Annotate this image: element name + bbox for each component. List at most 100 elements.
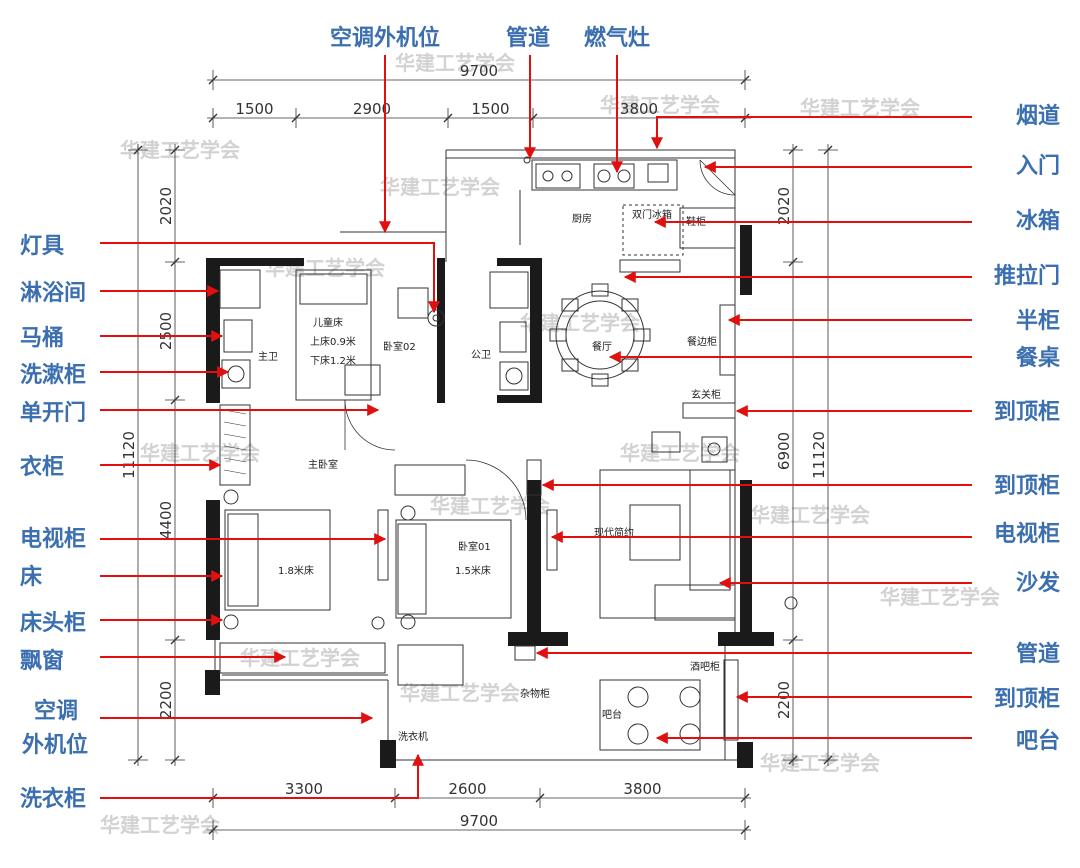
- left-segment-dimension-label: 4400: [157, 501, 175, 539]
- callout-arrow-left-laundry: [100, 753, 424, 799]
- callout-right-9: 沙发: [1016, 570, 1061, 596]
- shower-stall: [489, 271, 529, 309]
- lamp-icon: [707, 442, 721, 456]
- shower-stall: [219, 269, 261, 309]
- full-height-cabinet: [526, 459, 542, 496]
- dimension-tick: [788, 145, 798, 155]
- dimension-tick: [788, 755, 798, 765]
- basin-icon: [505, 367, 523, 385]
- partition-line: [223, 421, 247, 427]
- full-height-cabinet: [394, 464, 466, 496]
- dimension-tick: [823, 755, 833, 765]
- dining-chair: [561, 358, 579, 372]
- room-label-kitchen: 厨房: [572, 212, 592, 225]
- full-height-cabinet: [682, 402, 736, 419]
- wall: [530, 258, 542, 403]
- wall: [205, 670, 220, 695]
- callout-arrow-left-0: [100, 242, 440, 314]
- dimension-tick: [740, 793, 750, 803]
- entry-door-swing: [699, 159, 736, 196]
- room-label-bed-1-8m: 1.8米床: [278, 564, 314, 577]
- callout-left-ac-line2: 外机位: [22, 732, 88, 758]
- watermark: 华建工艺学会: [100, 813, 220, 837]
- dimension-tick: [291, 113, 301, 123]
- dining-chair: [621, 358, 639, 372]
- callout-right-2: 冰箱: [1016, 208, 1060, 234]
- top-segment-dimension-label: 2900: [353, 100, 391, 118]
- watermark-layer: 华建工艺学会华建工艺学会华建工艺学会华建工艺学会华建工艺学会华建工艺学会华建工艺…: [100, 51, 1000, 837]
- column-icon: [784, 596, 798, 610]
- sideboard: [719, 304, 736, 376]
- room-label-bedroom02: 卧室02: [383, 340, 416, 353]
- basin-icon: [227, 365, 245, 383]
- bunk-bed: [295, 269, 372, 401]
- dimension-tick: [170, 257, 180, 267]
- room-label-master-bedroom: 主卧室: [308, 458, 338, 471]
- partition-line: [699, 159, 736, 196]
- tv-cabinet: [377, 509, 389, 581]
- pipe-duct: [514, 645, 536, 661]
- double-bed-1-8m: [224, 509, 331, 611]
- wall: [380, 740, 396, 768]
- callout-right-10: 管道: [1016, 641, 1060, 667]
- watermark: 华建工艺学会: [380, 175, 500, 199]
- ceiling-light-icon: [432, 314, 440, 322]
- bottom-segment-dimension-label: 2600: [448, 780, 486, 798]
- room-label-living: 现代简约: [594, 526, 634, 539]
- callout-annotations: 空调外机位管道燃气灶烟道入门冰箱推拉门半柜餐桌到顶柜到顶柜电视柜沙发管道到顶柜吧…: [20, 25, 1061, 812]
- sink-icon: [535, 163, 581, 189]
- bar-stool: [627, 686, 649, 708]
- callout-right-3: 推拉门: [994, 263, 1060, 289]
- wall: [718, 632, 774, 646]
- wall: [296, 258, 304, 266]
- single-door-swing: [344, 399, 396, 451]
- room-label-kids-bed-upper: 上床0.9米: [310, 335, 356, 348]
- wall: [740, 225, 752, 295]
- callout-left-2: 马桶: [20, 326, 64, 351]
- callout-left-9: 飘窗: [20, 648, 64, 674]
- fridge: [622, 204, 684, 256]
- callout-right-4: 半柜: [1016, 308, 1060, 334]
- wall: [497, 258, 542, 266]
- bunk-ladder: [344, 364, 381, 396]
- bed-pillow: [227, 513, 259, 607]
- dimension-tick: [170, 145, 180, 155]
- right-segment-dimension-label: 6900: [775, 432, 793, 470]
- callout-left-ac-line1: 空调: [34, 698, 78, 724]
- room-label-kids-bed-lower: 下床1.2米: [310, 354, 356, 367]
- room-label-bedroom01: 卧室01: [458, 540, 491, 553]
- callout-left-5: 衣柜: [20, 454, 64, 480]
- right-total-dimension-label: 11120: [810, 431, 828, 479]
- watermark: 华建工艺学会: [600, 93, 720, 117]
- bar-stool: [679, 686, 701, 708]
- dining-chair: [591, 373, 609, 387]
- room-label-bar: 吧台: [602, 708, 622, 721]
- dining-chair: [561, 298, 579, 312]
- shoe-cabinet: [679, 207, 736, 249]
- bar-stool: [627, 723, 649, 745]
- sofa: [689, 469, 731, 591]
- room-label-storage: 杂物柜: [520, 687, 550, 700]
- room-label-dining: 餐厅: [592, 340, 612, 353]
- callout-pipe: 管道: [506, 25, 550, 51]
- callout-right-11: 到顶柜: [994, 686, 1060, 712]
- dimension-tick: [740, 75, 750, 85]
- partition-line: [340, 231, 447, 262]
- left-segment-dimension-label: 2020: [157, 187, 175, 225]
- wall: [497, 395, 542, 403]
- callout-ac-unit: 空调外机位: [330, 25, 440, 51]
- wall: [508, 632, 568, 646]
- dimension-tick: [788, 257, 798, 267]
- callout-left-8: 床头柜: [20, 610, 86, 636]
- bunk-bed-pillow: [299, 273, 368, 305]
- burner-icon: [617, 169, 631, 183]
- desk: [397, 287, 429, 319]
- watermark: 华建工艺学会: [760, 751, 880, 775]
- toilet: [499, 321, 527, 353]
- top-total-dimension-label: 9700: [460, 62, 498, 80]
- callout-left-1: 淋浴间: [20, 280, 86, 306]
- double-bed-1-5m: [395, 519, 512, 619]
- callout-right-8: 电视柜: [994, 521, 1060, 547]
- right-segment-dimension-label: 2020: [775, 187, 793, 225]
